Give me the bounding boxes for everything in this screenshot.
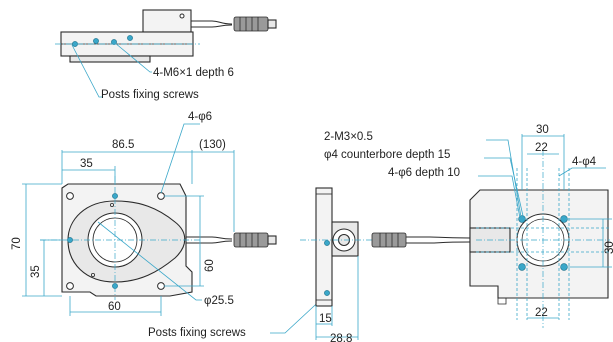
right-holes-label: 4-φ4: [572, 156, 597, 168]
dim-22-top: 22: [535, 142, 548, 154]
top-thread-label: 4-M6×1 depth 6: [153, 67, 234, 79]
top-screw-4: [127, 35, 133, 41]
dim-30-right: 30: [604, 241, 613, 254]
top-posts-label: Posts fixing screws: [101, 89, 199, 101]
dim-28-8: 28.8: [330, 333, 352, 342]
top-base-step: [69, 55, 151, 63]
dim-15: 15: [319, 313, 332, 325]
side-holes-label: 4-φ6 depth 10: [388, 167, 460, 179]
dim-60-right: 60: [204, 259, 216, 272]
dim-130: (130): [199, 139, 226, 151]
top-connector: [233, 16, 269, 32]
front-connector: [233, 232, 269, 248]
side-counterbore-label: φ4 counterbore depth 15: [324, 149, 450, 161]
front-hole-4: [157, 282, 165, 290]
dim-22-bottom: 22: [535, 307, 548, 319]
right-connector: [371, 232, 407, 248]
top-screw-2: [93, 38, 99, 44]
dim-30-top: 30: [536, 124, 549, 136]
front-hole-3: [66, 282, 74, 290]
dim-35-left: 35: [30, 265, 42, 278]
side-screw-top: [324, 240, 330, 246]
top-view: 4-M6×1 depth 6 Posts fixing screws: [55, 9, 277, 101]
side-thread-label: 2-M3×0.5: [324, 131, 373, 143]
dim-60-bottom: 60: [108, 301, 121, 313]
top-thread-hole: [179, 13, 185, 19]
dim-35-top: 35: [80, 158, 93, 170]
dim-70: 70: [11, 237, 23, 250]
front-hole-2: [157, 192, 165, 200]
side-view: 15 28.8: [300, 187, 372, 342]
dim-bore: φ25.5: [204, 295, 234, 307]
bottom-posts-label: Posts fixing screws: [148, 327, 246, 339]
right-view: 30 22 22 30 4-φ4 2-M3×0.5 φ4 counterbore…: [324, 124, 613, 328]
dim-86-5: 86.5: [112, 139, 134, 151]
top-housing: [142, 9, 192, 33]
front-holes-label: 4-φ6: [188, 111, 212, 123]
right-hole-3: [518, 263, 526, 271]
front-hole-1: [66, 192, 74, 200]
front-view: 86.5 35 (130) 4-φ6 70 35 60 60 φ25.5: [11, 111, 328, 339]
side-plate: [315, 187, 333, 307]
side-screw-bottom: [324, 290, 330, 296]
right-hole-1: [518, 215, 526, 223]
